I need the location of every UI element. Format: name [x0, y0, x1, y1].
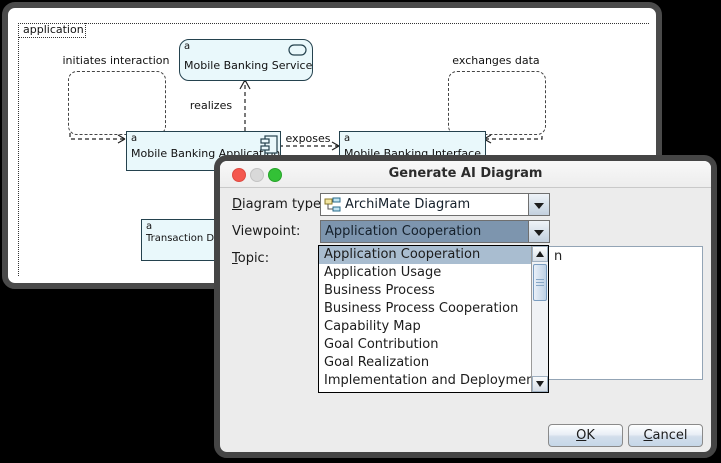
chevron-down-icon	[534, 229, 544, 236]
generate-ai-diagram-dialog: Generate AI Diagram Diagram type: ArchiM…	[214, 155, 717, 458]
viewpoint-label: Viewpoint:	[232, 224, 301, 239]
application-boundary[interactable]	[18, 23, 650, 277]
minimize-window-icon[interactable]	[250, 168, 264, 182]
viewpoint-dropdown-button[interactable]	[528, 221, 549, 242]
component-icon	[260, 135, 278, 154]
dropdown-option-application-cooperation[interactable]: Application Cooperation	[319, 246, 531, 264]
dropdown-option-implementation-and-deployment[interactable]: Implementation and Deployment	[324, 373, 531, 388]
topic-text-fragment: n	[554, 249, 563, 264]
ok-button[interactable]: OK	[548, 424, 623, 447]
cancel-button[interactable]: Cancel	[628, 424, 703, 447]
note-initiates-interaction[interactable]	[68, 71, 166, 135]
dropdown-option-capability-map[interactable]: Capability Map	[324, 319, 421, 334]
dropdown-option-application-usage[interactable]: Application Usage	[324, 265, 442, 280]
realizes-connector-label: realizes	[189, 99, 233, 112]
exposes-connector-label: exposes	[285, 132, 331, 145]
dropdown-scrollbar[interactable]	[531, 246, 548, 392]
scroll-up-button[interactable]	[532, 246, 548, 262]
viewpoint-value: Application Cooperation	[325, 224, 482, 239]
note-exchanges-data[interactable]	[448, 71, 546, 135]
chevron-down-icon	[534, 202, 544, 209]
topic-label: Topic:	[232, 251, 270, 266]
service-icon	[288, 44, 307, 56]
dropdown-option-goal-realization[interactable]: Goal Realization	[324, 355, 430, 370]
dropdown-option-goal-contribution[interactable]: Goal Contribution	[324, 337, 439, 352]
scrollbar-thumb[interactable]	[533, 264, 547, 301]
application-boundary-label: application	[18, 23, 86, 38]
diagram-type-value: ArchiMate Diagram	[345, 197, 471, 212]
diagram-type-combobox[interactable]: ArchiMate Diagram	[320, 193, 550, 216]
element-badge: a	[184, 41, 191, 52]
element-badge: a	[131, 133, 138, 144]
note-initiates-interaction-label: initiates interaction	[62, 54, 170, 67]
dialog-body: Diagram type: ArchiMate Diagram Viewpoin…	[220, 188, 711, 452]
dialog-title: Generate AI Diagram	[388, 166, 543, 181]
dialog-titlebar[interactable]: Generate AI Diagram	[220, 161, 711, 188]
viewpoint-combobox[interactable]: Application Cooperation	[320, 220, 550, 243]
dropdown-option-business-process[interactable]: Business Process	[324, 283, 435, 298]
cancel-button-label: Cancel	[643, 428, 688, 443]
diagram-type-label: Diagram type:	[232, 197, 326, 212]
triangle-down-icon	[536, 381, 544, 387]
diagram-type-dropdown-button[interactable]	[528, 194, 549, 215]
element-badge: a	[146, 221, 153, 232]
dropdown-option-business-process-cooperation[interactable]: Business Process Cooperation	[324, 301, 519, 316]
element-mobile-banking-service[interactable]: a Mobile Banking Service	[179, 39, 313, 81]
element-label: Mobile Banking Service	[184, 59, 313, 72]
close-window-icon[interactable]	[232, 168, 246, 182]
ok-button-label: OK	[576, 428, 595, 443]
element-badge: a	[344, 133, 351, 144]
scroll-down-button[interactable]	[532, 376, 548, 392]
archimate-diagram-icon	[324, 197, 341, 212]
viewpoint-dropdown-list: Application Cooperation Application Usag…	[318, 245, 549, 393]
note-exchanges-data-label: exchanges data	[452, 54, 540, 67]
triangle-up-icon	[536, 251, 544, 257]
zoom-window-icon[interactable]	[268, 168, 282, 182]
element-label: Transaction Data	[146, 233, 231, 244]
